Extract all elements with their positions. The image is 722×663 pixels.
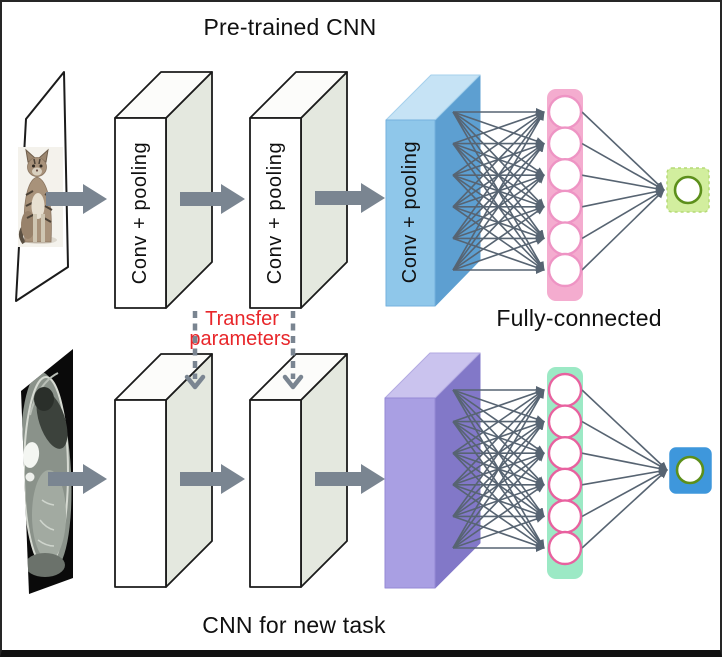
fc-output-arrow-icon — [581, 469, 668, 549]
transfer-parameters-label-line2: parameters — [189, 328, 291, 350]
fc-node — [547, 467, 583, 502]
fc-connection-arrow-icon — [452, 206, 545, 271]
flow-arrow-icon — [315, 464, 385, 494]
fully-connected-network-bottom — [452, 367, 712, 579]
fc-node — [547, 252, 583, 288]
output-node — [675, 455, 705, 485]
fc-connection-arrow-icon — [452, 389, 545, 549]
transfer-parameters-label-line1: Transfer — [205, 308, 279, 330]
conv-box-1 — [114, 71, 213, 309]
conv-pooling-label-1: Conv + pooling — [129, 141, 151, 285]
new-task-title: CNN for new task — [202, 612, 386, 638]
fc-output-arrow-icon — [581, 189, 665, 240]
fc-connection-arrow-icon — [452, 111, 545, 208]
fc-node — [547, 499, 583, 534]
fc-output-arrow-icon — [581, 469, 668, 518]
fc-connection-arrow-icon — [452, 452, 545, 549]
fc-connection-arrow-icon — [452, 111, 545, 271]
fc-connection-arrow-icon — [452, 111, 545, 239]
network-layer — [46, 89, 712, 579]
fc-node — [547, 94, 583, 130]
fc-connection-arrow-icon — [452, 389, 545, 486]
fc-connection-arrow-icon — [452, 389, 545, 517]
fc-output-arrow-icon — [581, 187, 665, 208]
fc-node — [547, 126, 583, 161]
fc-node — [547, 189, 583, 225]
ct-scan-input-plane — [21, 349, 73, 594]
flow-arrow-icon — [46, 184, 107, 214]
conv-pooling-label-3: Conv + pooling — [399, 140, 421, 284]
fc-connection-arrow-icon — [452, 388, 545, 423]
fc-node — [547, 530, 583, 566]
fc-connection-arrow-icon — [452, 515, 545, 549]
fc-output-arrow-icon — [581, 452, 668, 473]
fc-connection-arrow-icon — [452, 142, 545, 271]
fully-connected-label: Fully-connected — [496, 305, 662, 331]
fc-connection-arrow-icon — [452, 484, 545, 549]
fc-output-arrow-icon — [581, 420, 668, 471]
fc-node — [547, 221, 583, 256]
flow-arrow-icon — [180, 184, 245, 214]
fc-connection-arrow-icon — [452, 389, 545, 454]
fc-connection-arrow-icon — [452, 237, 545, 271]
fc-output-arrow-icon — [581, 111, 665, 191]
transfer-arrowhead-icon — [282, 374, 304, 390]
conv-box-2 — [249, 71, 348, 309]
ct-scan-photo — [21, 372, 72, 577]
fc-node — [547, 436, 583, 471]
fc-node — [547, 404, 583, 439]
cat-input-plane — [15, 71, 69, 302]
fc-node — [547, 157, 583, 193]
flow-arrow-icon — [315, 183, 385, 213]
fc-connection-arrow-icon — [452, 110, 545, 145]
conv-pooling-label-2: Conv + pooling — [264, 141, 286, 285]
fc-connection-arrow-icon — [452, 174, 545, 271]
fully-connected-network-top — [452, 89, 710, 301]
transfer-arrowhead-icon — [184, 374, 206, 390]
flow-arrow-icon — [180, 464, 245, 494]
fc-connection-arrow-icon — [452, 111, 545, 176]
fc-output-arrow-icon — [581, 389, 668, 471]
fc-connection-arrow-icon — [452, 420, 545, 549]
flow-arrow-icon — [48, 464, 107, 494]
output-node — [673, 175, 703, 205]
fc-output-arrow-icon — [581, 189, 665, 271]
fc-node — [547, 372, 583, 408]
fc-output-arrow-icon — [581, 174, 665, 193]
conv-box-4 — [249, 353, 348, 588]
pretrained-cnn-title: Pre-trained CNN — [203, 14, 377, 40]
fc-output-arrow-icon — [581, 467, 668, 486]
conv-box-3 — [114, 353, 213, 588]
fc-output-arrow-icon — [581, 142, 665, 191]
